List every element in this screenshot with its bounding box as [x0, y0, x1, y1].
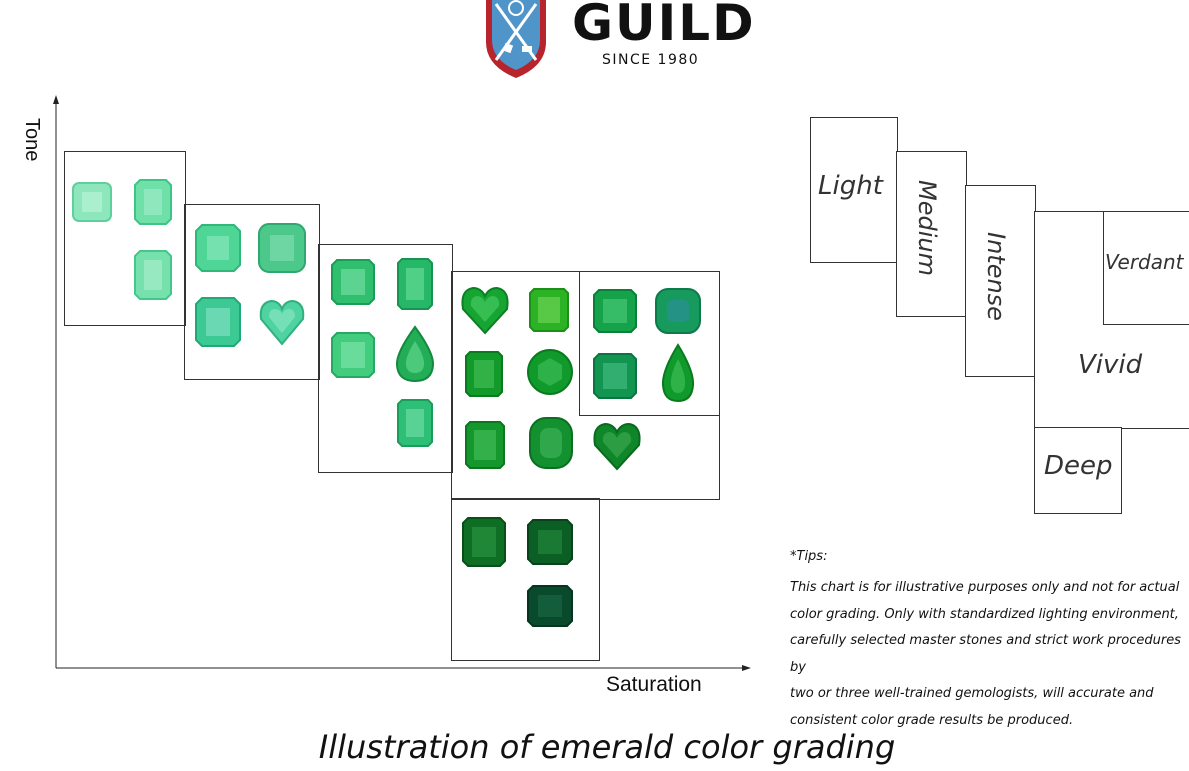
emerald-gem [72, 182, 112, 222]
legend-box-light [810, 117, 898, 263]
tips-body: This chart is for illustrative purposes … [790, 580, 1181, 728]
emerald-gem [593, 289, 637, 333]
tips-title: *Tips: [790, 549, 828, 564]
brand-name: GUILD [572, 0, 756, 52]
emerald-gem [661, 343, 695, 403]
emerald-gem [134, 179, 172, 225]
emerald-gem [527, 519, 573, 565]
legend-label-medium: Medium [913, 180, 941, 276]
emerald-gem [397, 258, 433, 310]
emerald-gem [331, 332, 375, 378]
grade-box-deep [451, 498, 600, 661]
emerald-gem [461, 286, 509, 335]
grade-box-intense [318, 244, 453, 473]
legend-label-vivid: Vivid [1078, 350, 1143, 380]
x-axis-label: Saturation [606, 673, 702, 696]
emerald-gem [195, 297, 241, 347]
legend-box-verdant [1103, 211, 1189, 325]
emerald-gem [395, 325, 435, 383]
legend-box-deep [1034, 427, 1122, 514]
legend-label-intense: Intense [982, 232, 1010, 321]
legend-box-intense [965, 185, 1036, 377]
grade-box-verdant [579, 271, 720, 416]
emerald-gem [529, 288, 569, 332]
legend-label-light: Light [818, 171, 883, 201]
emerald-gem [527, 585, 573, 627]
emerald-gem [134, 250, 172, 300]
emerald-gem [462, 517, 506, 567]
emerald-gem [465, 351, 503, 397]
grade-box-medium [184, 204, 320, 380]
diagram-title: Illustration of emerald color grading [318, 728, 896, 766]
emerald-gem [527, 349, 573, 395]
grade-box-light [64, 151, 186, 326]
emerald-gem [529, 417, 573, 469]
emerald-gem [195, 224, 241, 272]
legend-label-verdant: Verdant [1105, 250, 1184, 274]
emerald-gem [593, 422, 641, 471]
emerald-gem [655, 288, 701, 334]
guild-shield-logo [486, 0, 546, 78]
emerald-gem [465, 421, 505, 469]
emerald-gem [258, 223, 306, 273]
legend-label-deep: Deep [1044, 451, 1113, 481]
emerald-gem [593, 353, 637, 399]
brand-tagline: SINCE 1980 [602, 52, 700, 68]
emerald-gem [259, 299, 305, 346]
emerald-gem [397, 399, 433, 447]
emerald-gem [331, 259, 375, 305]
y-axis-label: Tone [21, 118, 43, 162]
